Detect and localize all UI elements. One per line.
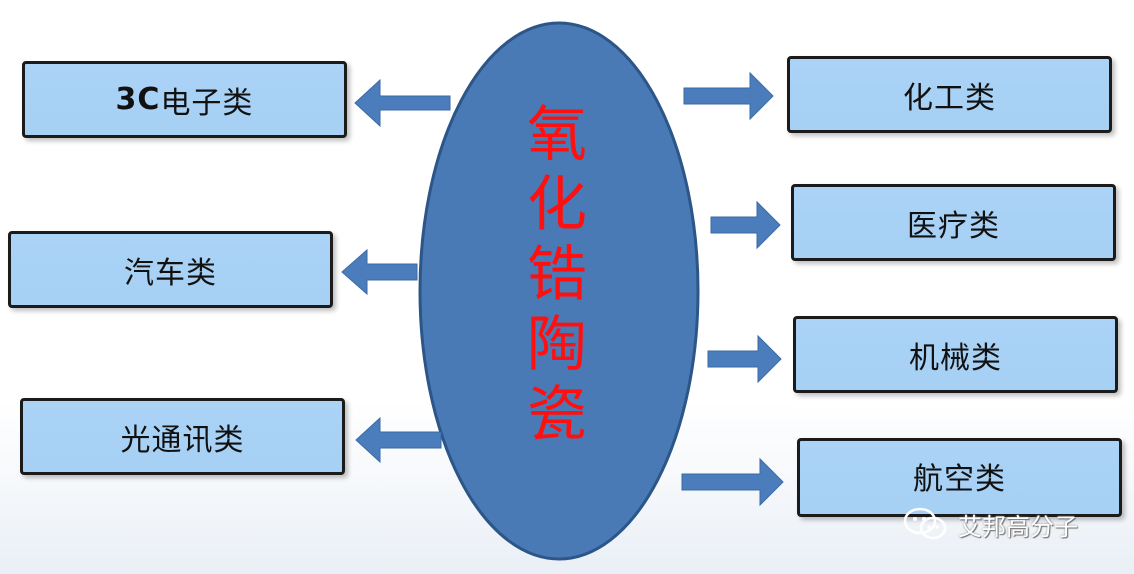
box-label: 医疗类 <box>907 208 1000 244</box>
category-box-3c-electronics: 3C 电子类 <box>22 61 347 138</box>
arrow-right-3 <box>707 334 782 384</box>
box-label: 机械类 <box>909 340 1002 376</box>
wechat-icon <box>903 507 947 540</box>
box-label-prefix: 3C <box>115 82 161 117</box>
watermark: 艾邦高分子 <box>902 504 1078 544</box>
watermark-text: 艾邦高分子 <box>958 512 1078 541</box>
center-char: 化 <box>527 170 587 240</box>
center-ellipse <box>418 21 700 561</box>
center-char: 瓷 <box>527 380 587 450</box>
category-box-mechanical: 机械类 <box>793 316 1118 393</box>
box-label: 电子类 <box>160 85 254 121</box>
category-box-optical-communication: 光通讯类 <box>20 398 345 475</box>
category-box-automotive: 汽车类 <box>8 231 333 308</box>
arrow-right-2 <box>710 200 781 250</box>
arrow-left-3 <box>355 416 442 464</box>
arrow-right-1 <box>683 71 774 121</box>
arrow-left-1 <box>354 78 451 128</box>
category-box-aerospace: 航空类 <box>797 438 1122 517</box>
box-label: 航空类 <box>913 461 1006 497</box>
box-label: 光通讯类 <box>120 422 245 458</box>
category-box-medical: 医疗类 <box>791 184 1116 261</box>
box-label: 汽车类 <box>124 255 217 291</box>
center-char: 氧 <box>527 100 587 170</box>
box-label: 化工类 <box>903 80 996 116</box>
center-label: 氧 化 锆 陶 瓷 <box>517 100 597 450</box>
arrow-left-2 <box>341 248 418 296</box>
category-box-chemical: 化工类 <box>787 56 1112 133</box>
center-char: 锆 <box>527 240 587 310</box>
center-char: 陶 <box>527 310 587 380</box>
arrow-right-4 <box>681 457 784 507</box>
